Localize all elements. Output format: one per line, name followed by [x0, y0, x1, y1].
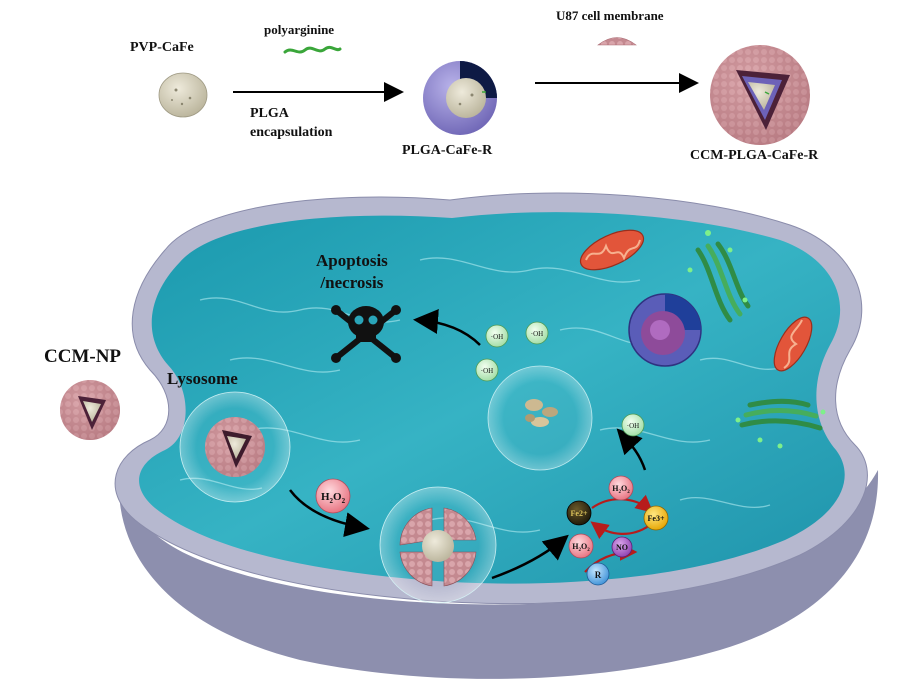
- degrading-vesicle: [379, 486, 497, 604]
- fe2-ion: Fe2+: [566, 500, 592, 526]
- arrow-reaction-to-oh: [616, 428, 647, 471]
- arrow-lysosome-to-degradation: [289, 489, 370, 537]
- polyarginine-strand: [283, 45, 342, 54]
- cycle-arrow-fe3-to-fe2: [590, 521, 651, 539]
- label-ccm-plga-cafe-r: CCM-PLGA-CaFe-R: [690, 148, 819, 163]
- golgi-icon: [739, 398, 823, 431]
- svg-text:·OH: ·OH: [481, 367, 493, 375]
- skull-crossbones-icon: [331, 305, 401, 363]
- svg-text:H2O2: H2O2: [321, 491, 346, 505]
- hydroxyl-radical: ·OH: [621, 413, 645, 437]
- svg-text:Fe3+: Fe3+: [648, 514, 665, 523]
- label-u87-membrane: U87 cell membrane: [556, 8, 664, 23]
- h2o2-molecule: H2O2: [608, 475, 634, 501]
- fe3-ion: Fe3+: [643, 505, 669, 531]
- label-plga-encapsulation-line1: PLGA: [250, 106, 289, 121]
- label-plga-encapsulation: PLGA encapsulation: [250, 104, 332, 142]
- svg-text:Fe2+: Fe2+: [571, 509, 588, 518]
- label-necrosis: /necrosis: [320, 273, 384, 292]
- svg-text:·OH: ·OH: [531, 330, 543, 338]
- hydroxyl-radical: ·OH: [525, 321, 549, 345]
- nucleus-icon: [628, 293, 702, 367]
- label-apoptosis: Apoptosis: [316, 251, 388, 270]
- hydroxyl-radical: ·OH: [475, 358, 499, 382]
- label-ccm-np: CCM-NP: [44, 346, 122, 367]
- arrow-degradation-to-reaction: [491, 534, 569, 580]
- svg-text:H2O2: H2O2: [612, 484, 630, 495]
- mitochondria-icon: [579, 229, 645, 271]
- svg-text:·OH: ·OH: [627, 422, 639, 430]
- svg-text:NO: NO: [616, 543, 628, 552]
- arrow-oh-to-apoptosis: [413, 309, 481, 346]
- label-plga-cafe-r: PLGA-CaFe-R: [402, 143, 493, 158]
- plga-cafe-r-particle: [423, 61, 497, 135]
- ccm-np-particle: [60, 380, 120, 440]
- h2o2-molecule: H2O2: [568, 533, 594, 559]
- svg-text:R: R: [595, 570, 602, 580]
- label-polyarginine: polyarginine: [264, 22, 335, 37]
- ccm-plga-cafe-r-particle: [710, 45, 810, 145]
- mitochondria-icon: [773, 316, 813, 372]
- hydroxyl-radical: ·OH: [485, 324, 509, 348]
- no-molecule: NO: [611, 536, 633, 558]
- u87-membrane-fragment: [597, 37, 637, 46]
- label-plga-encapsulation-line2: encapsulation: [250, 125, 333, 140]
- label-pvp-cafe: PVP-CaFe: [130, 40, 194, 55]
- h2o2-molecule: H2O2: [315, 478, 351, 514]
- r-molecule: R: [586, 562, 610, 586]
- fragment-vesicle: [487, 365, 593, 471]
- lysosome-vesicle: [179, 391, 291, 503]
- vesicle-dots: [687, 230, 826, 449]
- svg-text:H2O2: H2O2: [572, 542, 590, 553]
- label-lysosome: Lysosome: [167, 369, 238, 388]
- label-apoptosis-necrosis: Apoptosis /necrosis: [316, 250, 388, 294]
- svg-text:·OH: ·OH: [491, 333, 503, 341]
- pvp-cafe-particle: [158, 72, 208, 118]
